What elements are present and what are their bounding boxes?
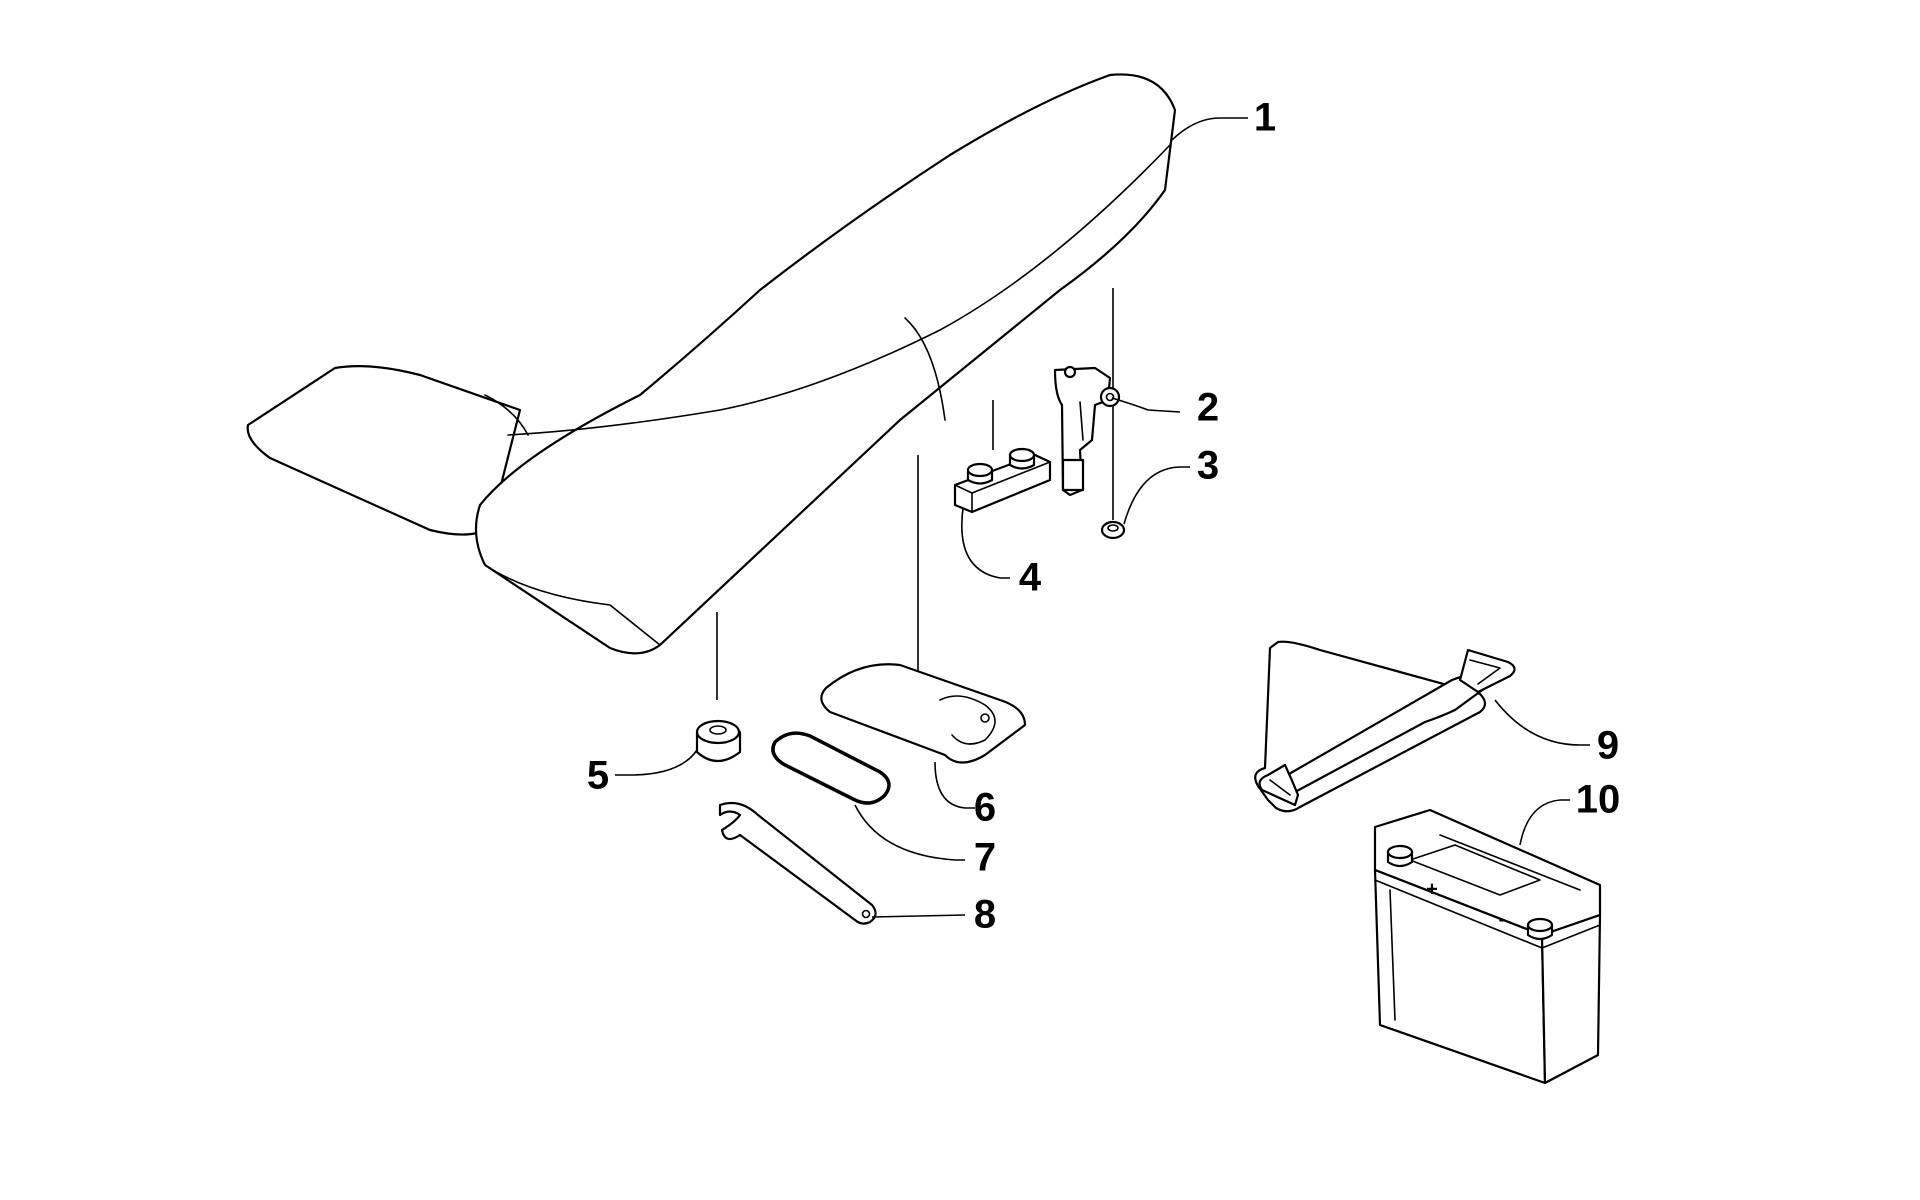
leader-line-6 bbox=[934, 761, 975, 809]
callout-10: 10 bbox=[1576, 778, 1621, 822]
nut-part bbox=[1100, 520, 1126, 540]
tool-pouch-part bbox=[820, 663, 1027, 764]
callout-9: 9 bbox=[1597, 724, 1619, 768]
leader-line-5 bbox=[615, 749, 698, 776]
callout-2: 2 bbox=[1197, 386, 1219, 430]
callout-1: 1 bbox=[1254, 96, 1276, 140]
leader-line-7 bbox=[854, 804, 965, 861]
elastic-band-part bbox=[771, 731, 891, 805]
leader-line-4 bbox=[961, 507, 1010, 579]
negative-terminal-mark: - bbox=[1499, 908, 1506, 930]
leader-line-10 bbox=[1519, 799, 1570, 846]
leader-line-2 bbox=[1111, 397, 1181, 413]
callout-3: 3 bbox=[1197, 444, 1219, 488]
leader-line-1 bbox=[1171, 117, 1248, 141]
battery-part: + - bbox=[1373, 808, 1602, 1085]
battery-strap-part bbox=[1254, 640, 1516, 813]
latch-part bbox=[1053, 365, 1121, 497]
callout-4: 4 bbox=[1019, 556, 1042, 600]
seat-part bbox=[246, 73, 1177, 655]
spanner-wrench-part bbox=[718, 801, 877, 925]
callout-7: 7 bbox=[974, 836, 996, 880]
leader-line-8 bbox=[871, 914, 966, 918]
grommet-part bbox=[695, 719, 742, 763]
callout-5: 5 bbox=[587, 754, 609, 798]
leader-line-3 bbox=[1123, 466, 1190, 525]
bumper-block-part bbox=[953, 447, 1052, 514]
callout-8: 8 bbox=[974, 893, 996, 937]
leader-line-9 bbox=[1494, 699, 1590, 746]
callout-6: 6 bbox=[974, 786, 996, 830]
positive-terminal-mark: + bbox=[1426, 878, 1438, 900]
